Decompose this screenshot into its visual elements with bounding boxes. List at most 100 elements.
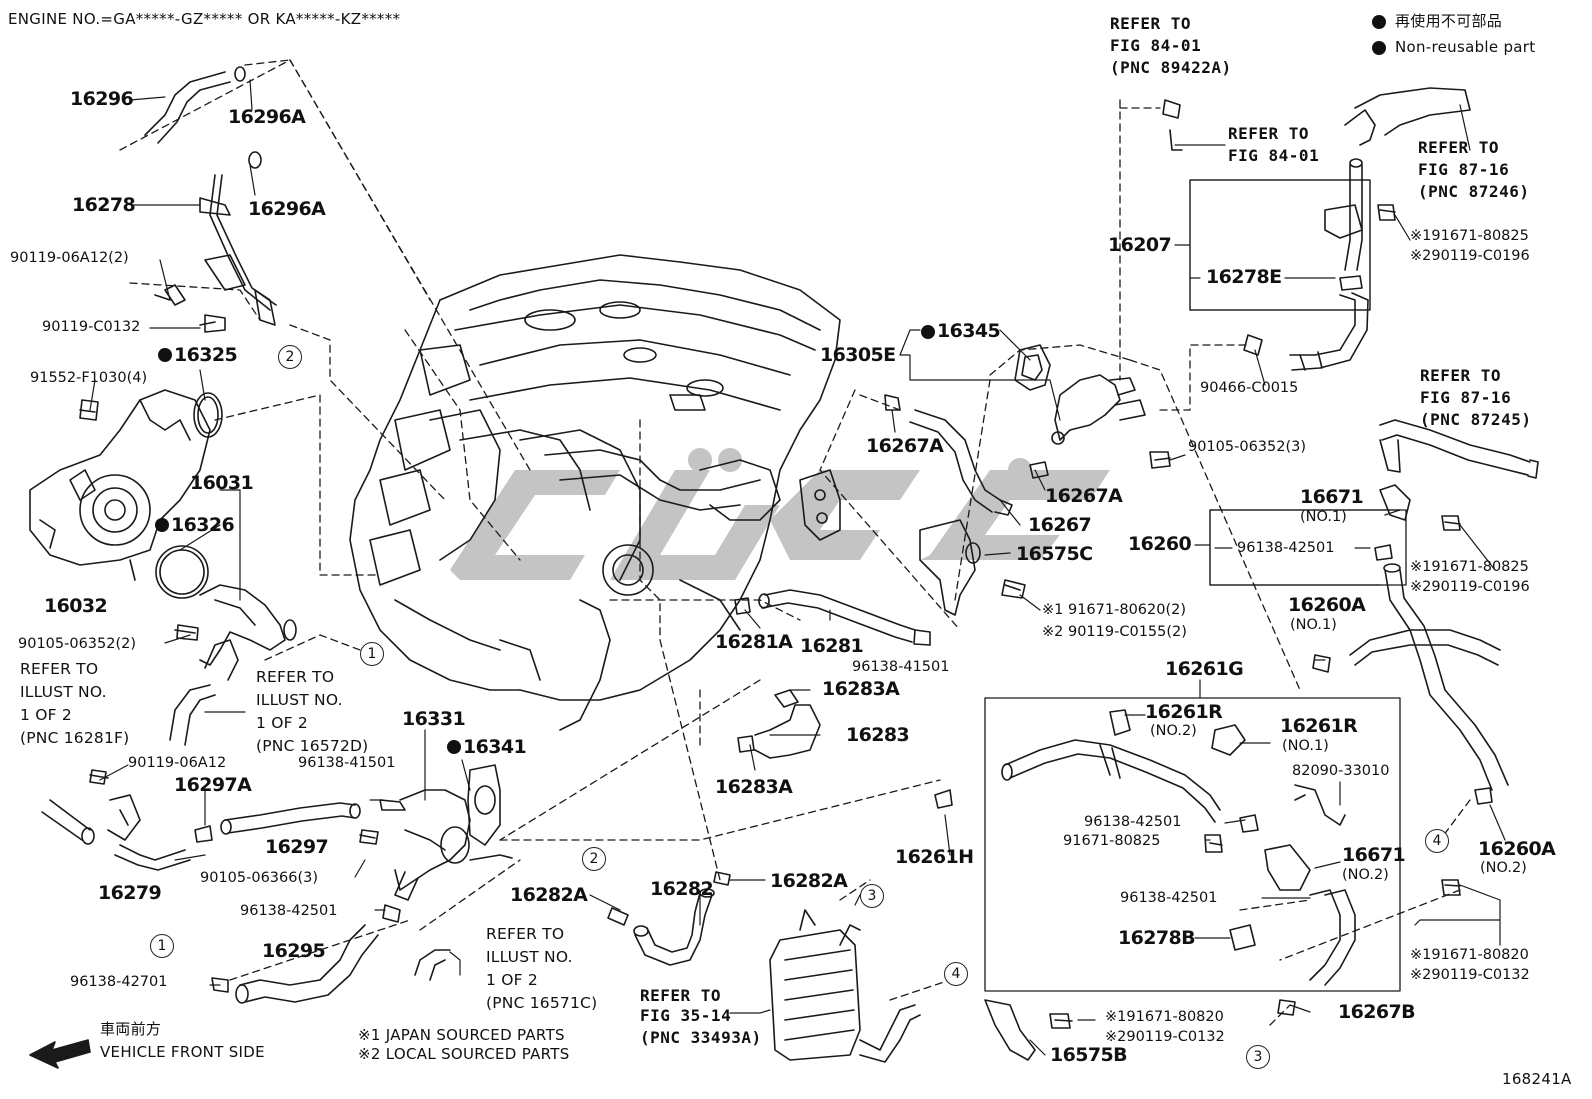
ref-circle-1: 1 [360,642,384,666]
bolt-number: 91552-F1030(4) [30,370,148,386]
hose-16281 [734,589,931,646]
ref-text: (PNC 16281F) [20,729,130,747]
thermostat-16305E [1014,344,1146,445]
part-number: 16261R [1145,701,1223,723]
ref-text: ILLUST NO. [20,683,107,701]
hose-ref87245 [1379,419,1539,479]
ref-text: (PNC 33493A) [640,1028,762,1047]
ref-text: REFER TO [256,668,335,686]
hose-ill1 [169,684,216,746]
bolt-number: 90119-06A12 [128,755,227,771]
part-number: 16325 [174,344,238,366]
bolt-number: 96138-42701 [70,974,168,990]
part-number: 16279 [98,882,162,904]
part-number: 16297 [265,836,329,858]
bolt-number: 90105-06352(2) [18,636,137,652]
ref-text: (PNC 16572D) [256,737,369,755]
ref-circle-4: 4 [944,962,968,986]
part-number: 16281A [715,631,793,653]
hose-16279 [41,794,191,871]
part-number: 16282 [650,878,714,900]
housing-16331 [379,789,513,901]
engine-number-label: ENGINE NO.=GA*****-GZ***** OR KA*****-KZ… [8,10,401,28]
part-number: 16032 [44,595,108,617]
hose-16261G [934,709,1356,986]
part-number: 16282A [770,870,848,892]
ref-circle-2: 2 [582,847,606,871]
ref-text: 1 OF 2 [486,971,538,989]
part-note: (NO.1) [1300,509,1347,525]
part-number: 16267A [866,435,944,457]
part-number: 16341 [463,736,527,758]
part-number: 16296 [70,88,134,110]
ref-text: 1 OF 2 [256,714,308,732]
part-number: 16031 [190,472,254,494]
ref-text: FIG 84-01 [1228,146,1320,165]
ref-text: ILLUST NO. [486,948,573,966]
ref-text: REFER TO [1418,138,1500,157]
part-number: 16261G [1165,658,1244,680]
bolt-number: ※191671-80820 [1410,947,1529,963]
bolt-number: 91671-80825 [1063,833,1161,849]
part-number: 16283A [715,776,793,798]
part-number: 16260A [1288,594,1366,616]
ref-circle-3: 3 [1246,1045,1270,1069]
part-number: 16305E [820,344,896,366]
gaskets-left [155,392,223,599]
ref-text: 1 OF 2 [20,706,72,724]
part-number: 16296A [248,198,326,220]
pipe-16278 [199,151,277,326]
ref-text: REFER TO [1110,14,1192,33]
part-number: 16575C [1016,543,1093,565]
bolt-number: ※1 91671-80620(2) [1042,602,1187,618]
part-number: 16331 [402,708,466,730]
water-pump-16032 [29,389,211,581]
ref-text: (PNC 87245) [1420,410,1532,429]
part-number: 16283 [846,724,910,746]
hose-16297 [194,802,361,843]
bolt-number: 96138-41501 [298,755,396,771]
part-number: 16295 [262,940,326,962]
bolt-number: 96138-42501 [240,903,338,919]
bolt-number: 90466-C0015 [1200,380,1299,396]
part-number: 16278B [1118,927,1196,949]
hose-16295 [211,904,401,1004]
bolt-number: ※191671-80825 [1410,559,1529,575]
part-number: 16297A [174,774,252,796]
part-number: 16267 [1028,514,1092,536]
oil-cooler [769,909,921,1063]
ref-text: REFER TO [1420,366,1502,385]
bracket-16575C [919,519,981,616]
arrow-front [29,1039,91,1069]
part-number: 16278 [72,194,136,216]
hose-16260 [1312,484,1509,805]
bolt-number: 90119-06A12(2) [10,250,129,266]
bolt-number: ※290119-C0196 [1410,579,1530,595]
bolt-number: ※290119-C0132 [1410,967,1530,983]
bolt-number: 90105-06366(3) [200,870,319,886]
bolt-number: 96138-41501 [852,659,950,675]
part-number: 16345 [937,320,1001,342]
front-label-en: VEHICLE FRONT SIDE [100,1043,265,1061]
part-number: 16296A [228,106,306,128]
bolt-number: 82090-33010 [1292,763,1390,779]
ref-text: ILLUST NO. [256,691,343,709]
bolts-left [79,204,1461,1029]
part-note: (NO.1) [1290,617,1337,633]
bolt-number: ※290119-C0132 [1105,1029,1225,1045]
outlet-16031 [199,584,297,681]
part-number: 16282A [510,884,588,906]
part-note: (NO.2) [1150,723,1197,739]
part-number: 16671 [1342,844,1406,866]
ref-text: FIG 35-14 [640,1006,732,1025]
hose-16267 [884,394,1049,516]
legend-en: Non-reusable part [1395,38,1536,56]
note-japan-sourced: ※1 JAPAN SOURCED PARTS [358,1026,565,1044]
bolt-number: 90105-06352(3) [1188,439,1307,455]
ref-text: REFER TO [20,660,99,678]
non-reusable-dot-icon [155,518,169,532]
part-number: 16267B [1338,1001,1416,1023]
part-number: 16260A [1478,838,1556,860]
